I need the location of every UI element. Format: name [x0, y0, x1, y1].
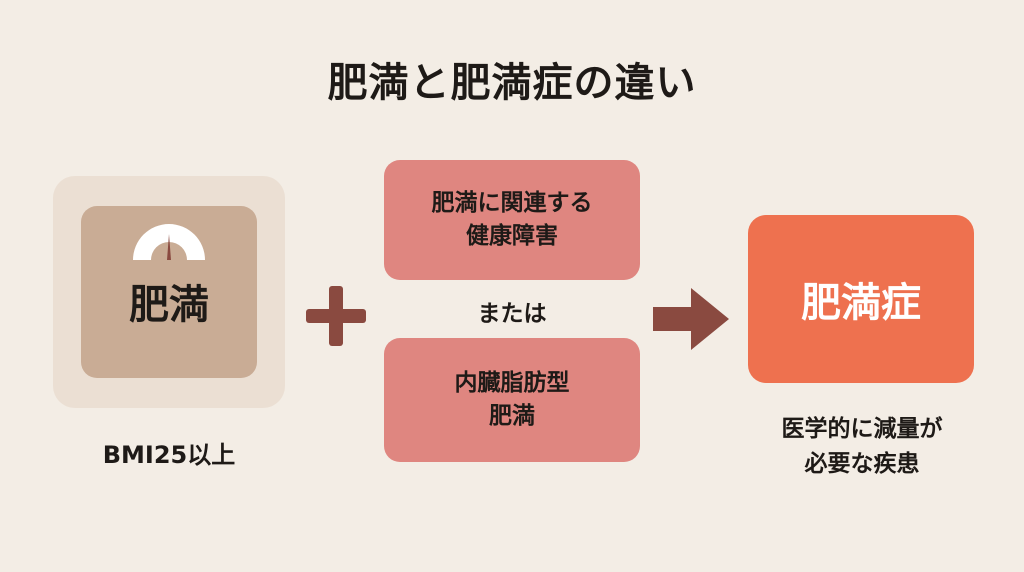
scale-body: 肥満 [81, 206, 257, 378]
or-label: または [477, 301, 547, 327]
page-title: 肥満と肥満症の違い [327, 60, 697, 106]
health-disorder-box: 肥満に関連する 健康障害 [384, 160, 640, 280]
obesity-label: 肥満 [129, 282, 209, 328]
obesity-disease-box: 肥満症 [748, 215, 974, 383]
bmi-criteria-label: BMI25以上 [102, 441, 236, 469]
weight-scale-icon [133, 224, 205, 260]
obesity-disease-description: 医学的に減量が 必要な疾患 [781, 416, 943, 477]
obesity-scale-card: 肥満 [53, 176, 285, 408]
plus-icon [306, 286, 366, 346]
arrow-right-icon [653, 288, 729, 350]
visceral-fat-box: 内臓脂肪型 肥満 [384, 338, 640, 462]
